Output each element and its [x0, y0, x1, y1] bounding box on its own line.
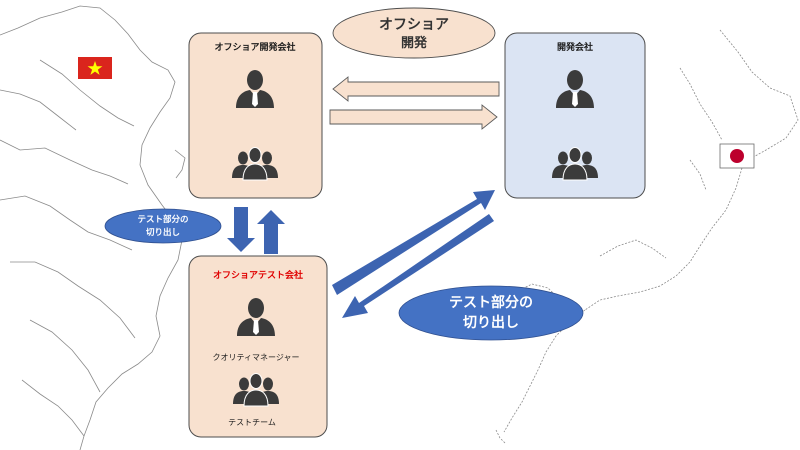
dev-company-title: 開発会社	[557, 41, 593, 53]
offshore-dev-bubble: オフショア 開発	[332, 7, 496, 59]
arrow-down-to-test	[227, 207, 255, 252]
vietnam-map-outline	[0, 5, 186, 450]
offshore-test-company-title: オフショアテスト会社	[213, 269, 303, 281]
offshore-dev-bubble-line1: オフショア	[379, 17, 449, 33]
test-split-small-bubble: テスト部分の 切り出し	[104, 208, 222, 244]
test-split-small-line1: テスト部分の	[137, 214, 188, 225]
quality-manager-label: クオリティマネージャー	[213, 353, 300, 362]
test-split-small-line2: 切り出し	[146, 227, 180, 238]
test-split-large-line2: 切り出し	[463, 314, 519, 331]
offshore-dev-company-title: オフショア開発会社	[214, 41, 295, 53]
offshore-dev-bubble-line2: 開発	[401, 35, 428, 51]
test-team-label: テストチーム	[228, 418, 276, 427]
test-split-large-line1: テスト部分の	[449, 294, 533, 311]
arrow-up-to-dev	[257, 210, 285, 254]
vietnam-flag-icon	[78, 57, 112, 79]
dev-company-box: 開発会社	[504, 32, 646, 199]
arrow-right-to-dev	[329, 104, 498, 130]
arrow-diagonal-up-to-dev	[332, 190, 495, 295]
offshore-test-company-box: オフショアテスト会社 クオリティマネージャー テストチーム	[188, 255, 328, 438]
arrow-left-to-offshore	[332, 76, 500, 102]
arrow-diagonal-down-to-test	[342, 214, 494, 318]
offshore-dev-company-box: オフショア開発会社	[188, 32, 323, 199]
test-split-large-bubble: テスト部分の 切り出し	[398, 285, 584, 341]
japan-flag-icon	[719, 143, 755, 169]
